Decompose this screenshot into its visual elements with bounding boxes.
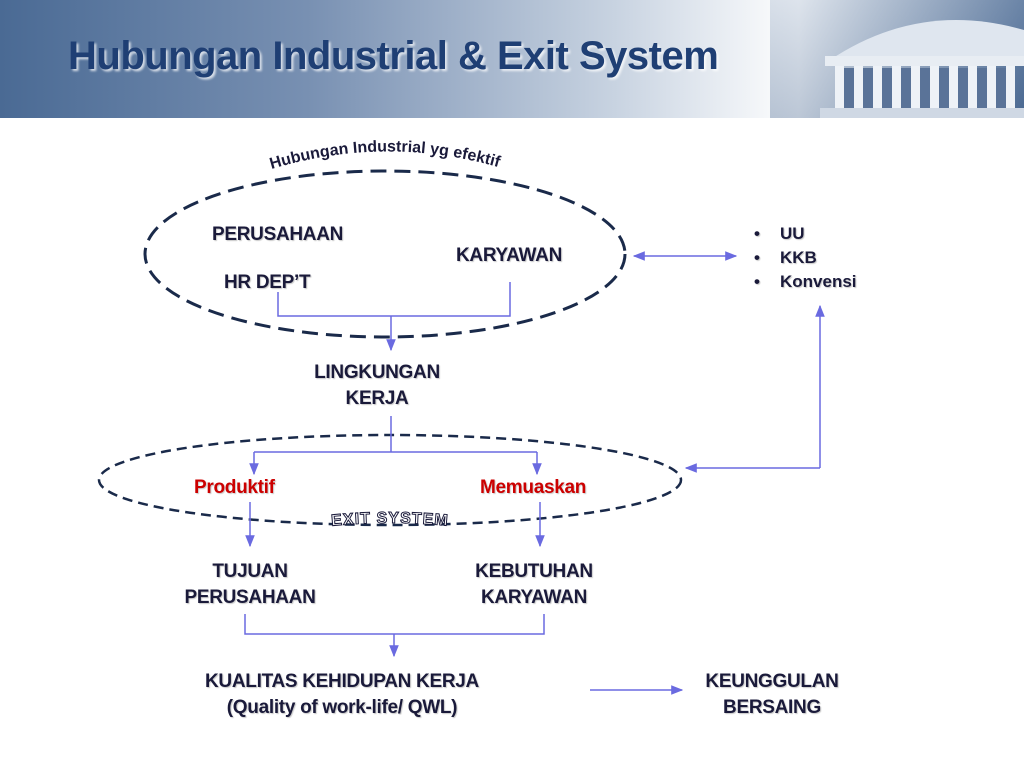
qwl-label: KUALITAS KEHIDUPAN KERJA (Quality of wor…: [205, 671, 479, 718]
connector-tujuan-kebutuhan: [244, 614, 545, 635]
list-item: UU: [754, 222, 857, 246]
list-item: Konvensi: [754, 270, 857, 294]
kebutuhan-label: KEBUTUHAN KARYAWAN: [475, 561, 593, 608]
top-caption: Hubungan Industrial yg efektif: [268, 138, 503, 172]
building-image: [770, 0, 1024, 118]
exit-system-ellipse: [97, 433, 683, 527]
header-banner: Hubungan Industrial & Exit System: [0, 0, 1024, 118]
list-item: KKB: [754, 246, 857, 270]
memuaskan-label: Memuaskan: [480, 477, 587, 498]
regulations-list: UU KKB Konvensi: [754, 222, 857, 294]
arrow-to-produktif: [254, 451, 537, 474]
perusahaan-label: PERUSAHAAN: [212, 224, 344, 245]
effective-relations-ellipse: [143, 169, 627, 339]
tujuan-label: TUJUAN PERUSAHAAN: [184, 561, 316, 608]
keunggulan-label: KEUNGGULAN BERSAING: [705, 671, 839, 718]
connector-hr-karyawan: [277, 282, 511, 317]
lingkungan-label: LINGKUNGAN KERJA: [314, 362, 440, 409]
karyawan-label: KARYAWAN: [456, 245, 562, 266]
produktif-label: Produktif: [194, 477, 275, 498]
page-title: Hubungan Industrial & Exit System: [68, 34, 719, 78]
hr-dept-label: HR DEP’T: [224, 272, 311, 293]
exit-system-caption: EXIT SYSTEM: [331, 510, 450, 530]
